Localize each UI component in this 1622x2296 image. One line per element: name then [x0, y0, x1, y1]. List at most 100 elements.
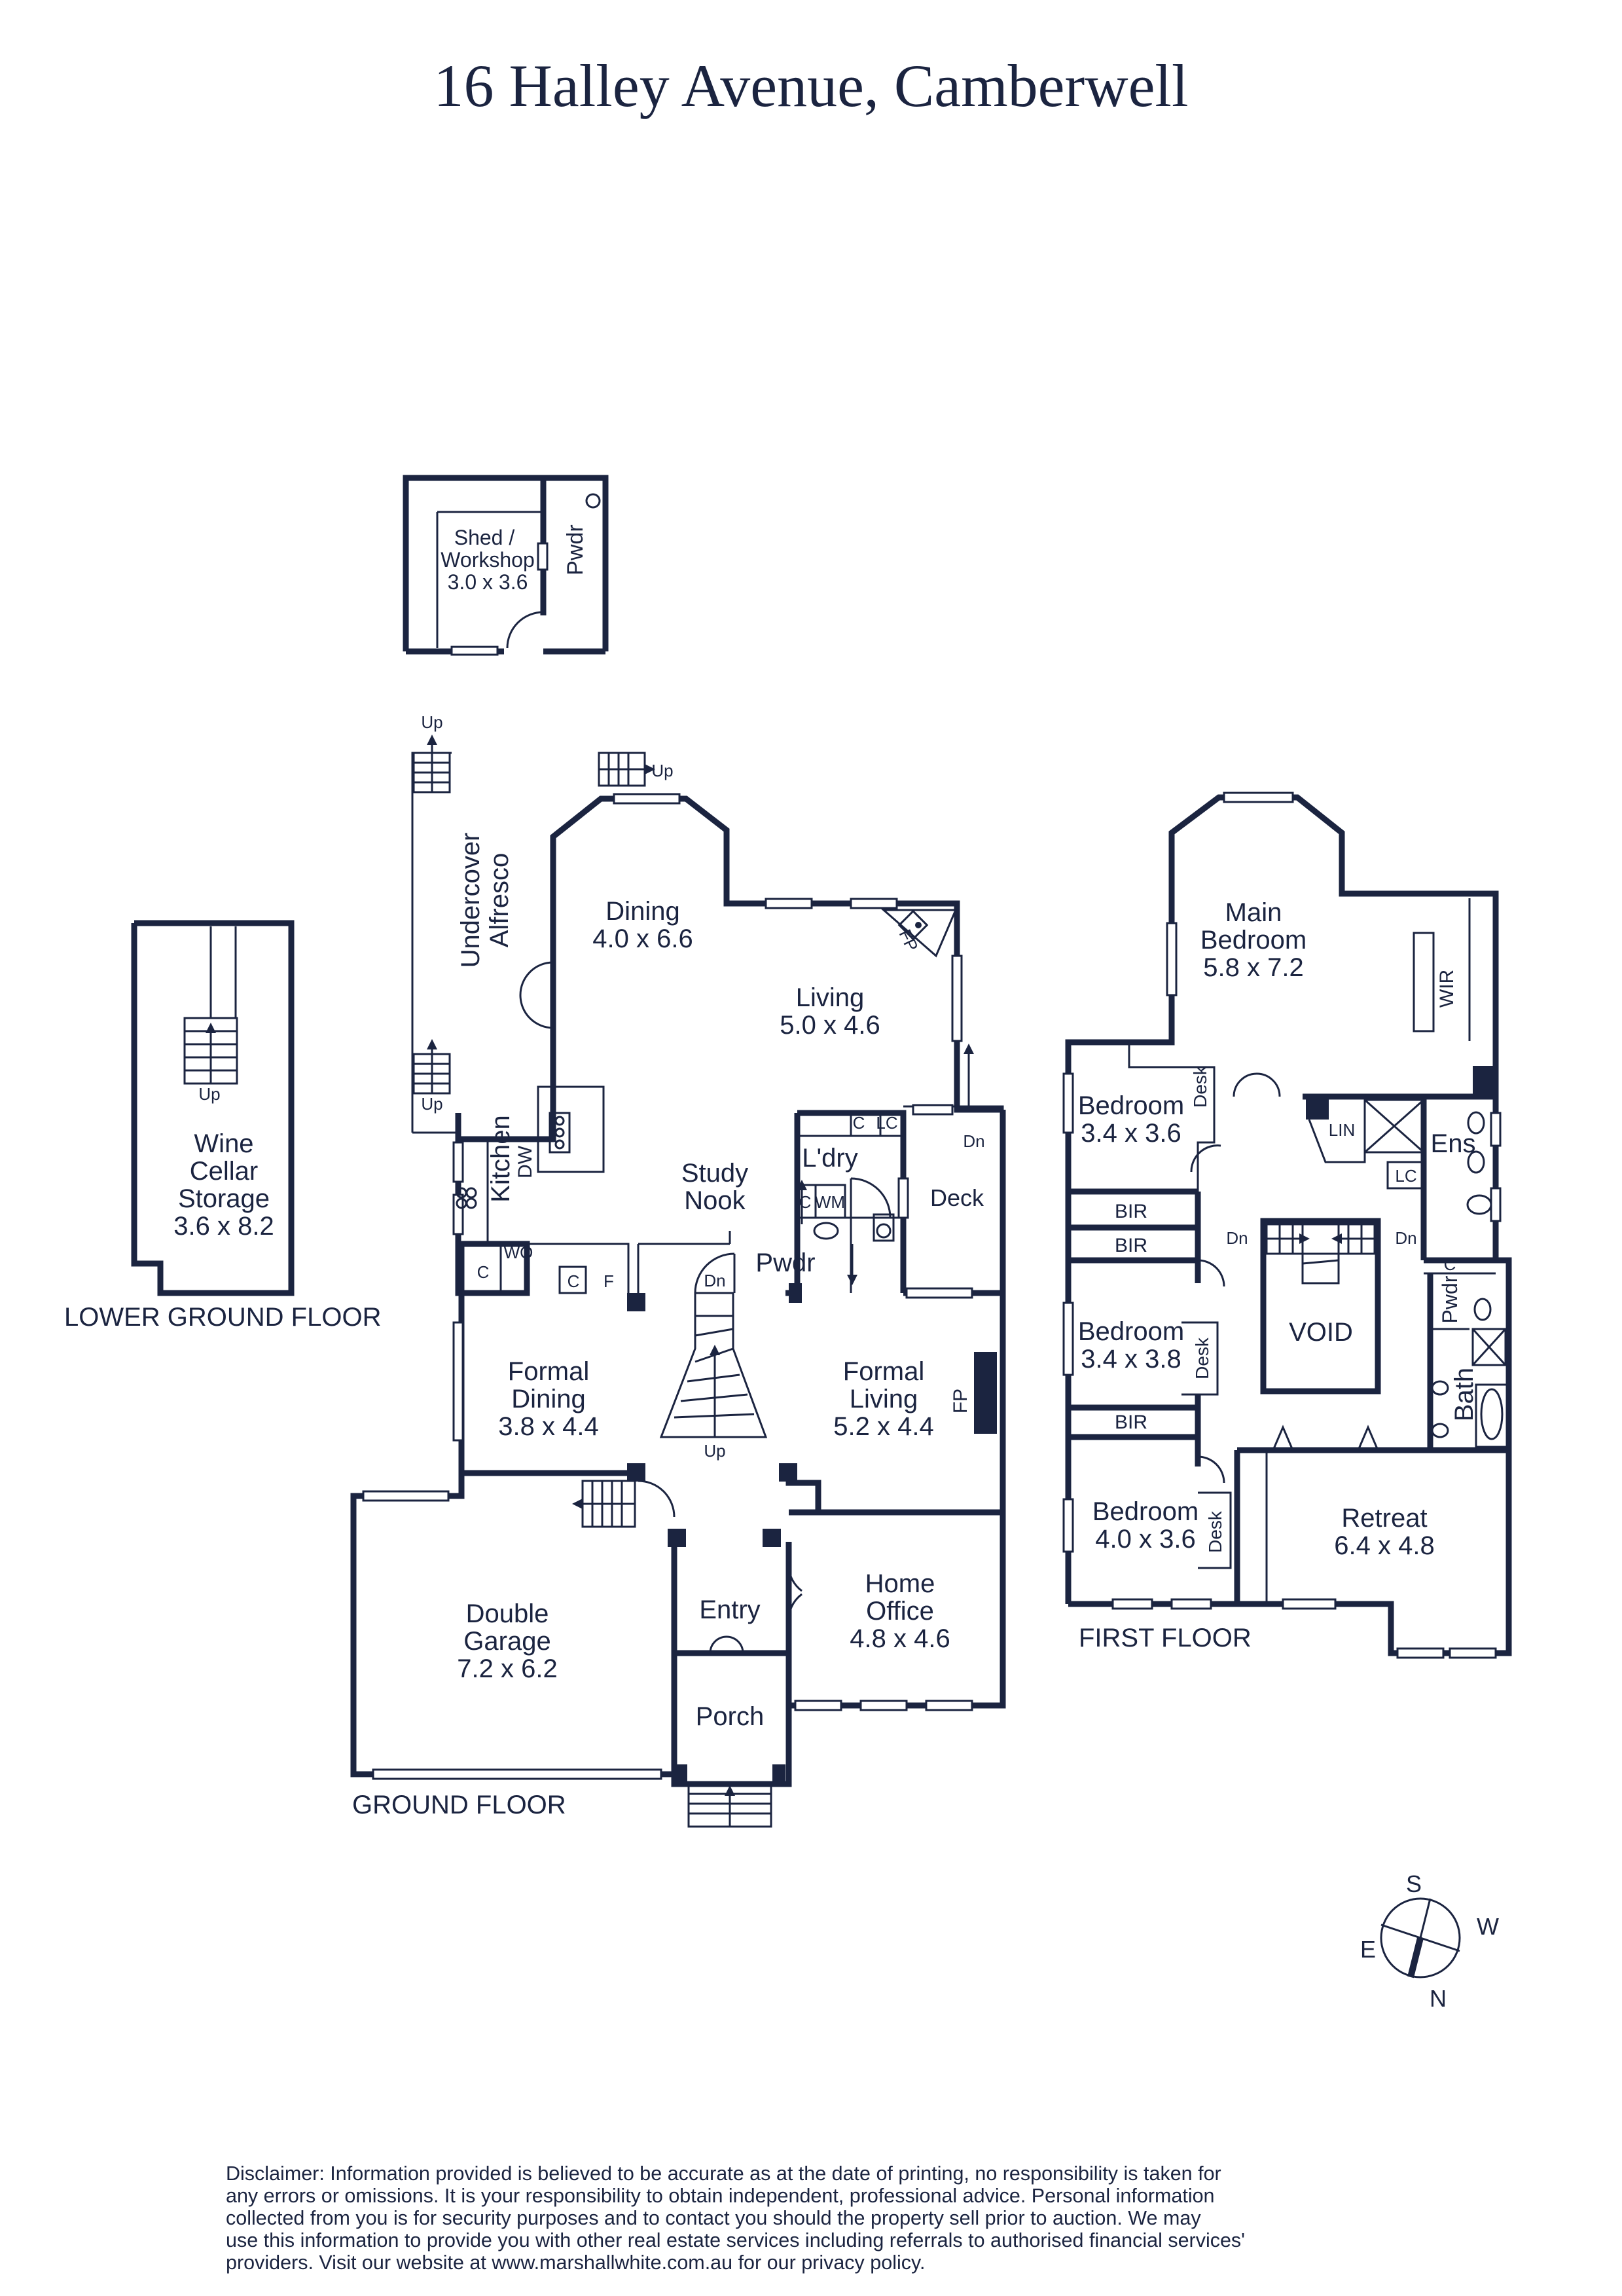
- first-floor: Dn Dn Main Bedroom: [1062, 792, 1512, 1659]
- formal-dining-label-1: Formal: [508, 1357, 589, 1386]
- alfresco-stairs-side: [598, 752, 655, 787]
- walk-in-robe-label: WIR: [1436, 970, 1458, 1008]
- linen-label: LIN: [1329, 1120, 1355, 1140]
- deck-dn-label: Dn: [963, 1131, 984, 1151]
- bathroom-label: Bath: [1450, 1368, 1479, 1421]
- formal-living-fireplace-label: FP: [950, 1389, 971, 1413]
- alfresco-up-label-3: Up: [421, 1094, 442, 1114]
- main-staircase: [659, 1252, 768, 1438]
- kitchen-c-label: C: [477, 1262, 490, 1282]
- office-label-1: Home: [865, 1569, 935, 1598]
- wine-label-2: Cellar: [190, 1157, 258, 1186]
- bedroom-3-desk-label: Desk: [1192, 1337, 1212, 1379]
- garage-dimension: 7.2 x 6.2: [457, 1654, 557, 1683]
- bir-label-2: BIR: [1115, 1235, 1147, 1256]
- retreat-dimension: 6.4 x 4.8: [1334, 1531, 1434, 1560]
- cellar-up-label: Up: [198, 1084, 220, 1104]
- porch-steps: [687, 1783, 772, 1828]
- first-floor-dn-label-1: Dn: [1226, 1228, 1248, 1248]
- bath-c-label: C: [1444, 1254, 1456, 1274]
- washing-machine-label: WM: [815, 1192, 845, 1212]
- bedroom-2-dimension: 3.4 x 3.6: [1081, 1119, 1181, 1148]
- alfresco-up-label-2: Up: [651, 761, 673, 780]
- bir-label-3: BIR: [1115, 1412, 1147, 1433]
- bedroom-4-dimension: 4.0 x 3.6: [1095, 1525, 1195, 1554]
- kitchen-label: Kitchen: [486, 1115, 515, 1202]
- ground-floor-label: GROUND FLOOR: [352, 1791, 566, 1819]
- disclaimer-line: any errors or omissions. It is your resp…: [226, 2185, 1215, 2207]
- ground-floor: FP: [350, 712, 1006, 1828]
- laundry-label: L'dry: [802, 1144, 857, 1173]
- living-dimension: 5.0 x 4.6: [780, 1011, 880, 1040]
- garage-label-1: Double: [466, 1599, 549, 1628]
- cellar-stairs: [183, 1017, 238, 1085]
- bedroom-3-label: Bedroom: [1078, 1317, 1184, 1346]
- first-floor-stairs: [1265, 1223, 1376, 1285]
- wine-label-1: Wine: [194, 1129, 253, 1158]
- disclaimer-line: Disclaimer: Information provided is beli…: [226, 2162, 1221, 2185]
- page-title: 16 Halley Avenue, Camberwell: [433, 52, 1189, 119]
- entry-label: Entry: [699, 1595, 760, 1624]
- wine-cellar: Up Wine Cellar Storage 3.6 x 8.2: [131, 920, 295, 1296]
- formal-dining-label-2: Dining: [511, 1385, 585, 1413]
- shed-label-2: Workshop: [441, 548, 534, 572]
- retreat-label: Retreat: [1341, 1504, 1427, 1533]
- alfresco-up-label-1: Up: [421, 712, 442, 732]
- bedroom-4-label: Bedroom: [1092, 1497, 1198, 1526]
- stair-up-label: Up: [704, 1441, 725, 1461]
- laundry-lc-label: LC: [876, 1113, 897, 1133]
- alfresco-stairs-top: [412, 735, 451, 793]
- stair-dn-label: Dn: [704, 1271, 725, 1290]
- shed-workshop: Shed / Workshop 3.0 x 3.6 Pwdr: [403, 475, 609, 656]
- formal-dining-dimension: 3.8 x 4.4: [498, 1412, 598, 1441]
- main-bedroom-label-2: Bedroom: [1200, 926, 1307, 955]
- compass-n: N: [1430, 1985, 1447, 2012]
- garage-label-2: Garage: [463, 1627, 550, 1656]
- compass-w: W: [1477, 1913, 1499, 1940]
- living-fireplace-label: FP: [895, 926, 922, 955]
- bir-label-1: BIR: [1115, 1201, 1147, 1222]
- wall-oven-label: WO: [504, 1243, 533, 1262]
- compass: S W E N: [1360, 1870, 1499, 2012]
- powder-room-label: Pwdr: [755, 1248, 815, 1277]
- ensuite-label: Ens: [1431, 1129, 1476, 1158]
- void-label: VOID: [1289, 1318, 1353, 1347]
- shed-powder-room: Pwdr: [563, 524, 588, 575]
- first-floor-dn-label-2: Dn: [1395, 1228, 1416, 1248]
- laundry-c-label: C: [853, 1113, 865, 1133]
- main-bedroom-label-1: Main: [1225, 898, 1282, 927]
- bedroom-2-label: Bedroom: [1078, 1091, 1184, 1120]
- bedroom-4-desk-label: Desk: [1205, 1510, 1225, 1553]
- dishwasher-label: DW: [514, 1145, 536, 1178]
- garage-stairs: [572, 1480, 676, 1528]
- formal-living-label-1: Formal: [843, 1357, 924, 1386]
- first-floor-label: FIRST FLOOR: [1079, 1624, 1252, 1652]
- laundry-c2-label: C: [799, 1192, 812, 1212]
- bedroom-3-dimension: 3.4 x 3.8: [1081, 1345, 1181, 1374]
- office-dimension: 4.8 x 4.6: [850, 1624, 950, 1653]
- office-label-2: Office: [866, 1597, 934, 1626]
- living-label: Living: [796, 983, 865, 1012]
- study-label-1: Study: [681, 1159, 748, 1188]
- disclaimer-line: collected from you is for security purpo…: [226, 2207, 1201, 2229]
- main-bedroom-dimension: 5.8 x 7.2: [1203, 953, 1303, 982]
- porch-label: Porch: [696, 1702, 765, 1731]
- formal-living-label-2: Living: [850, 1385, 918, 1413]
- shed-label-1: Shed /: [454, 526, 515, 549]
- alfresco-label-1: Undercover: [456, 833, 485, 968]
- compass-e: E: [1360, 1936, 1376, 1963]
- deck-label: Deck: [930, 1184, 984, 1211]
- disclaimer-line: use this information to provide you with…: [226, 2229, 1246, 2251]
- fridge-label: F: [604, 1271, 614, 1291]
- shed-dimension: 3.0 x 3.6: [448, 570, 528, 594]
- disclaimer-line: providers. Visit our website at www.mars…: [226, 2251, 926, 2274]
- dining-dimension: 4.0 x 6.6: [592, 924, 693, 953]
- wine-label-3: Storage: [178, 1184, 270, 1213]
- disclaimer: Disclaimer: Information provided is beli…: [226, 2162, 1404, 2274]
- formal-living-dimension: 5.2 x 4.4: [833, 1412, 933, 1441]
- study-label-2: Nook: [684, 1186, 746, 1215]
- dining-label: Dining: [605, 897, 679, 926]
- kitchen-c2-label: C: [568, 1271, 580, 1291]
- compass-s: S: [1406, 1870, 1422, 1897]
